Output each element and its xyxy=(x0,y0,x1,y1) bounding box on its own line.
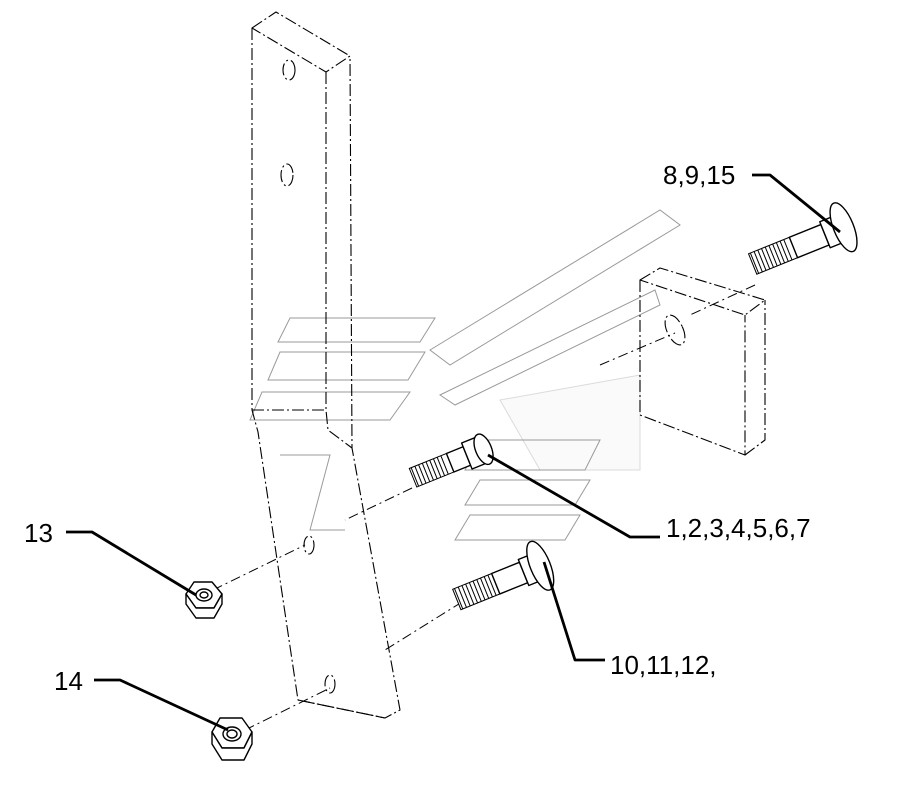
hex-nut-icon xyxy=(211,717,253,761)
callout-nut-13: 13 xyxy=(24,518,53,548)
leader-lines xyxy=(66,173,841,732)
carriage-bolt-icon xyxy=(747,202,858,275)
callout-nut-14: 14 xyxy=(54,666,83,696)
callout-bolt-10-11-12: 10,11,12, xyxy=(610,650,717,680)
rear-plate xyxy=(639,267,766,456)
callout-bolt-1-7: 1,2,3,4,5,6,7 xyxy=(666,513,811,543)
hex-nut-icon xyxy=(185,581,223,619)
centerlines xyxy=(212,284,756,731)
callout-bolt-8-9-15: 8,9,15 xyxy=(663,160,735,190)
carriage-bolt-icon xyxy=(452,540,555,611)
main-plate xyxy=(251,11,401,719)
carriage-bolt-icon xyxy=(408,433,494,488)
watermark-logo xyxy=(249,209,681,541)
